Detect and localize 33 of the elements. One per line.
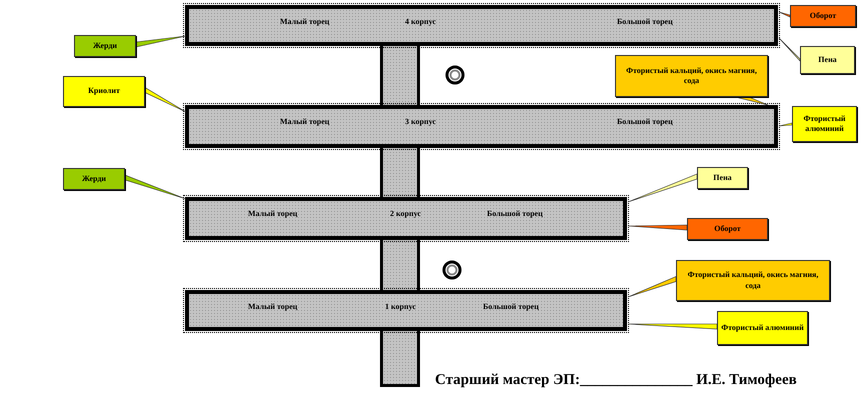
callout-tail [136, 36, 186, 48]
building-label: 2 корпус [390, 209, 421, 218]
callout-tail [778, 12, 790, 18]
signature-line: Старший мастер ЭП:_______________ И.Е. Тимофеев [435, 372, 797, 389]
callout-box: Оборот [687, 218, 768, 240]
callout-box: Фтористый алюминий [792, 106, 857, 142]
callout-tail [628, 224, 688, 230]
callout-tail [628, 174, 698, 202]
callout-tail [628, 276, 676, 298]
large-end-label: Большой торец [617, 117, 673, 126]
large-end-label: Большой торец [487, 209, 543, 218]
callout-tail [124, 174, 186, 200]
callout-box: Жерди [63, 168, 125, 190]
building-label: 3 корпус [405, 117, 436, 126]
callout-tail [628, 324, 718, 330]
large-end-label: Большой торец [617, 17, 673, 26]
small-end-label: Малый торец [280, 17, 330, 26]
callout-tail [144, 86, 186, 112]
building-bar [185, 290, 627, 331]
large-end-label: Большой торец [483, 302, 539, 311]
callout-box: Фтористый алюминий [717, 311, 808, 345]
small-end-label: Малый торец [248, 302, 298, 311]
callout-tail [778, 122, 792, 126]
building-bar [185, 197, 627, 240]
callout-box: Оборот [790, 5, 856, 27]
callout-box: Пена [697, 167, 748, 189]
building-label: 1 корпус [385, 302, 416, 311]
small-end-label: Малый торец [280, 117, 330, 126]
callout-tail [778, 38, 800, 62]
building-label: 4 корпус [405, 17, 436, 26]
small-end-label: Малый торец [248, 209, 298, 218]
building-bar [185, 105, 778, 148]
building-bar [185, 5, 778, 46]
